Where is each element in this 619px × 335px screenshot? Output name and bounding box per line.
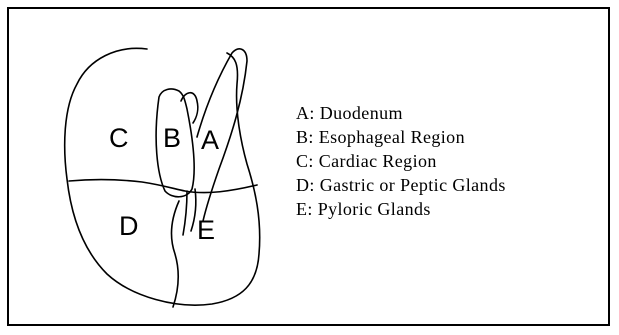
region-label-e: E xyxy=(197,215,215,245)
stomach-diagram: C B A D E xyxy=(47,39,277,319)
division-line xyxy=(69,180,257,193)
legend-item-d: D: Gastric or Peptic Glands xyxy=(296,173,506,197)
region-label-c: C xyxy=(109,123,129,153)
legend-item-a: A: Duodenum xyxy=(296,101,506,125)
stomach-outline xyxy=(65,48,260,305)
legend-item-e: E: Pyloric Glands xyxy=(296,197,506,221)
region-label-a: A xyxy=(201,125,219,155)
legend: A: Duodenum B: Esophageal Region C: Card… xyxy=(296,101,506,221)
de-divider xyxy=(172,201,179,307)
region-label-b: B xyxy=(163,123,181,153)
figure-frame: C B A D E A: Duodenum B: Esophageal Regi… xyxy=(7,7,610,326)
legend-item-c: C: Cardiac Region xyxy=(296,149,506,173)
stomach-drawing: C B A D E xyxy=(47,39,277,319)
legend-item-b: B: Esophageal Region xyxy=(296,125,506,149)
region-label-d: D xyxy=(119,211,139,241)
